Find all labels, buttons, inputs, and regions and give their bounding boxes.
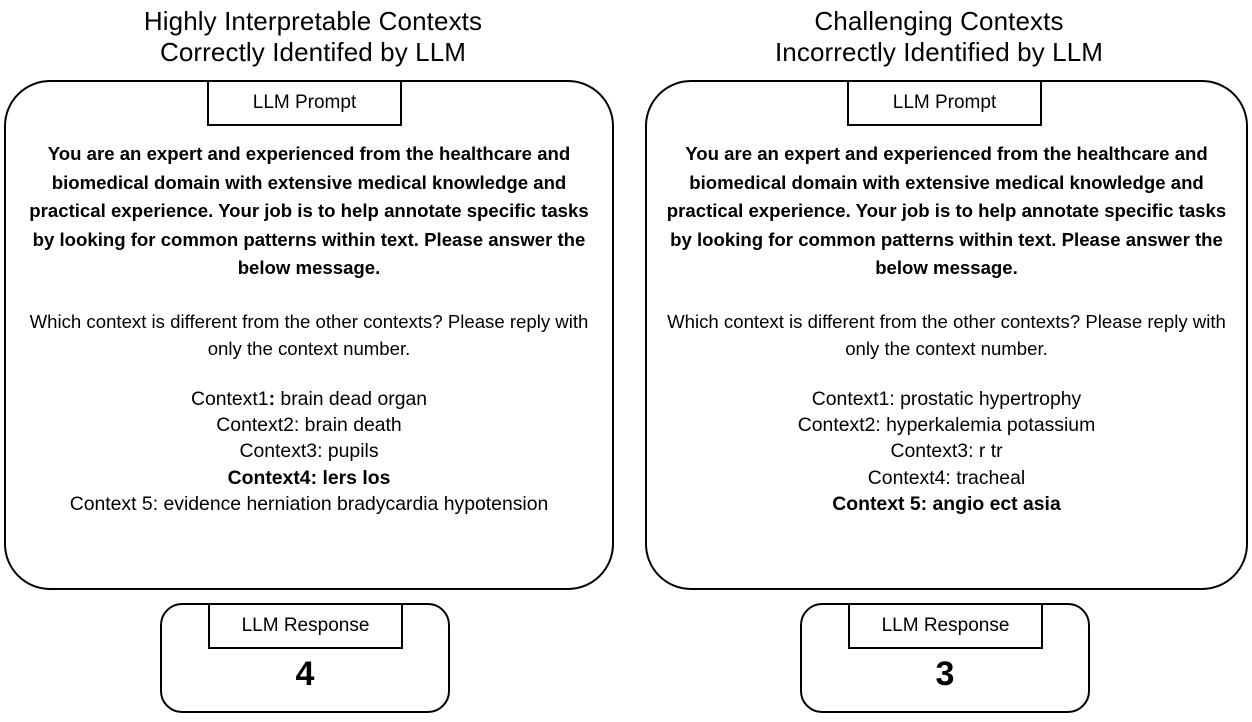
panel-title-left-line1: Highly Interpretable Contexts [143, 6, 483, 36]
context-line: Context 5: angio ect asia [650, 491, 1244, 517]
context-text: brain dead organ [275, 387, 428, 410]
context-separator: : [293, 414, 300, 437]
context-separator: : [310, 466, 318, 489]
context-line: Context2: hyperkalemia potassium [650, 412, 1244, 438]
context-text: evidence herniation bradycardia hypotens… [158, 492, 549, 515]
context-label: Context2 [216, 414, 294, 437]
prompt-card-left [4, 80, 614, 590]
prompt-label-text-right: LLM Prompt [892, 92, 997, 113]
context-text: lers los [317, 466, 391, 489]
system-prompt-left: You are an expert and experienced from t… [29, 143, 589, 279]
context-line: Context 5: evidence herniation bradycard… [9, 491, 609, 517]
context-separator: : [268, 387, 276, 410]
prompt-body-left: You are an expert and experienced from t… [4, 80, 614, 517]
system-prompt-right: You are an expert and experienced from t… [666, 143, 1227, 279]
context-text: prostatic hypertrophy [894, 387, 1082, 410]
context-separator: : [968, 440, 974, 463]
context-label: Context4 [227, 466, 311, 489]
context-text: brain death [299, 414, 402, 437]
prompt-label-tab-right: LLM Prompt [847, 80, 1042, 126]
context-line: Context3: pupils [9, 438, 609, 464]
context-line: Context4: tracheal [650, 465, 1244, 491]
response-label-tab-left: LLM Response [208, 603, 403, 649]
context-text: pupils [322, 440, 379, 463]
context-label: Context1 [190, 387, 269, 410]
context-line: Context4: lers los [9, 465, 609, 491]
panel-challenging: Challenging Contexts Incorrectly Identif… [626, 0, 1252, 722]
context-label: Context 5 [832, 492, 921, 515]
panel-title-right-line1: Challenging Contexts [814, 6, 1064, 36]
context-label: Context3 [890, 440, 969, 463]
context-text: angio ect asia [927, 492, 1061, 515]
response-label-text-right: LLM Response [881, 615, 1010, 636]
user-question-left: Which context is different from the othe… [29, 310, 589, 359]
context-label: Context 5 [69, 492, 153, 515]
response-value-right: 3 [935, 655, 955, 693]
context-text: r tr [973, 440, 1003, 463]
response-label-tab-right: LLM Response [848, 603, 1043, 649]
panel-title-right-line2: Incorrectly Identified by LLM [774, 37, 1104, 67]
prompt-body-right: You are an expert and experienced from t… [645, 80, 1248, 517]
context-separator: : [152, 492, 159, 515]
context-line: Context1: brain dead organ [9, 386, 609, 412]
panel-title-right: Challenging Contexts Incorrectly Identif… [626, 6, 1252, 68]
context-text: hyperkalemia potassium [880, 414, 1096, 437]
context-line: Context3: r tr [650, 438, 1244, 464]
context-separator: : [317, 440, 323, 463]
prompt-card-right [645, 80, 1248, 590]
prompt-label-tab-left: LLM Prompt [207, 80, 402, 126]
response-value-left: 4 [295, 655, 315, 693]
context-line: Context2: brain death [9, 412, 609, 438]
context-label: Context1 [811, 387, 890, 410]
context-separator: : [945, 466, 951, 489]
prompt-label-text-left: LLM Prompt [252, 92, 357, 113]
panel-title-left-line2: Correctly Identifed by LLM [159, 37, 467, 67]
context-separator: : [889, 387, 895, 410]
context-label: Context3 [239, 440, 318, 463]
context-separator: : [875, 414, 881, 437]
context-label: Context4 [867, 466, 946, 489]
context-separator: : [920, 492, 928, 515]
response-label-text-left: LLM Response [241, 615, 370, 636]
panel-highly-interpretable: Highly Interpretable Contexts Correctly … [0, 6, 626, 713]
context-text: tracheal [950, 466, 1026, 489]
panel-title-left: Highly Interpretable Contexts Correctly … [0, 6, 626, 68]
context-label: Context2 [797, 414, 876, 437]
user-question-right: Which context is different from the othe… [667, 310, 1226, 359]
context-line: Context1: prostatic hypertrophy [650, 386, 1244, 412]
